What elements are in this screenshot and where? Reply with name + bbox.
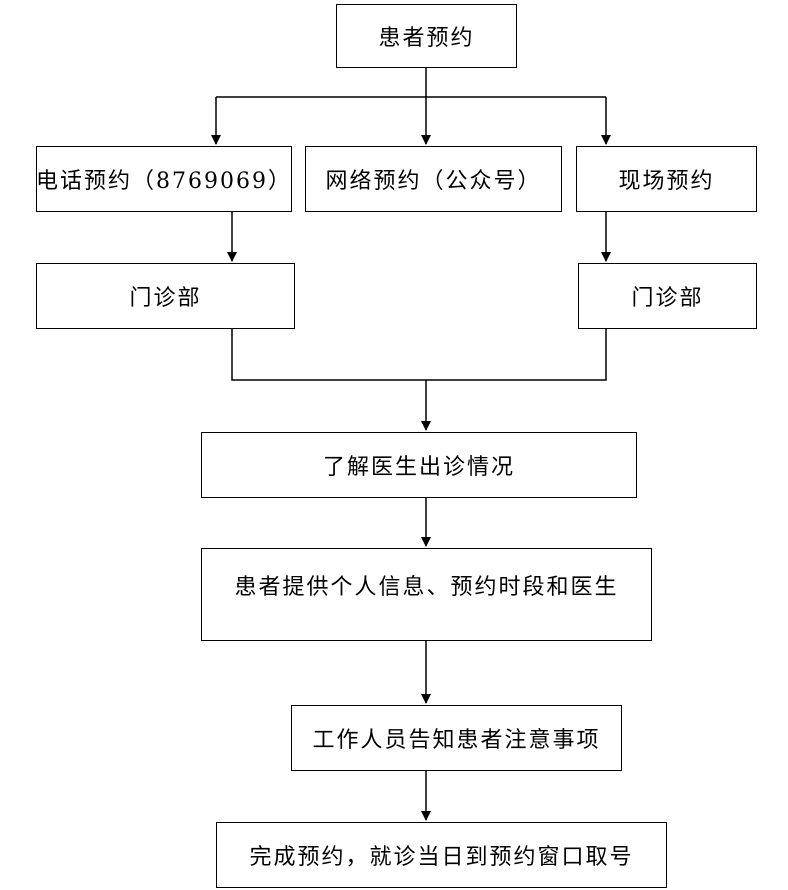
merge-line	[231, 328, 607, 381]
node-finish: 完成预约，就诊当日到预约窗口取号	[216, 822, 667, 888]
node-start: 患者预约	[336, 4, 517, 68]
node-notify: 工作人员告知患者注意事项	[291, 705, 622, 771]
node-clinic-right: 门诊部	[578, 263, 757, 329]
node-onsite-booking: 现场预约	[576, 146, 757, 212]
node-doctor-info: 了解医生出诊情况	[201, 432, 637, 498]
node-online-booking: 网络预约（公众号）	[305, 146, 562, 212]
node-phone-booking: 电话预约（8769069）	[36, 146, 292, 212]
node-provide-info: 患者提供个人信息、预约时段和医生	[201, 548, 652, 641]
node-clinic-left: 门诊部	[36, 263, 295, 329]
